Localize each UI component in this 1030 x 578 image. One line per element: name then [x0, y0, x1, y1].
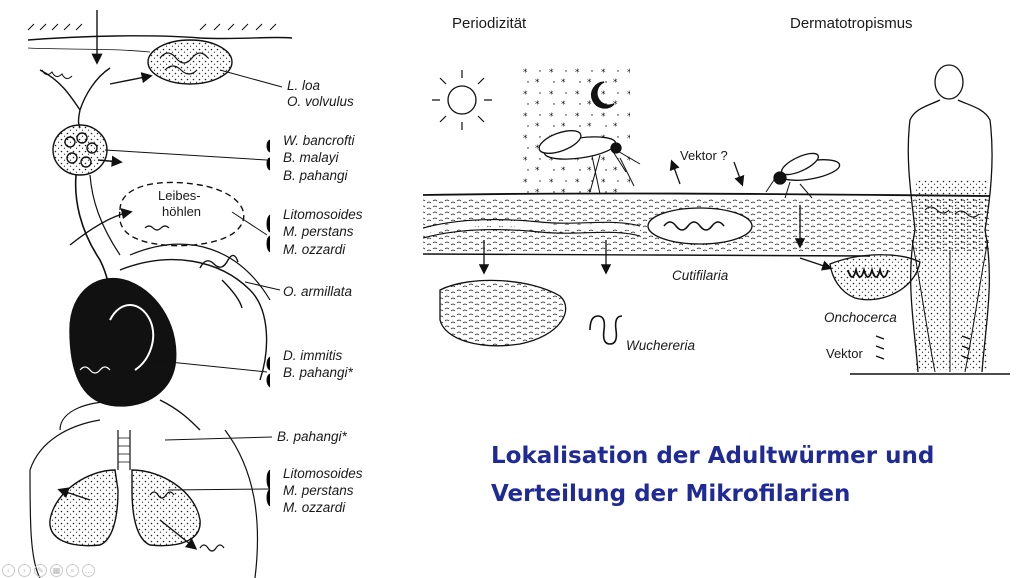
label-d-immitis: D. immitis	[283, 348, 342, 363]
right-lung	[131, 469, 201, 547]
left-labels: L. loa O. volvulus W. bancrofti B. malay…	[158, 78, 363, 515]
title-periodizitaet: Periodizität	[452, 15, 527, 32]
label-onchocerca: Onchocerca	[824, 310, 897, 325]
blood-vessel	[422, 221, 641, 235]
night-sky	[518, 62, 630, 194]
slide-caption: Lokalisation der Adultwürmer und Verteil…	[491, 437, 1021, 513]
skin-surface	[27, 35, 293, 41]
sun-icon	[447, 85, 477, 115]
label-m-ozzardi-1: M. ozzardi	[283, 242, 346, 257]
heart	[69, 277, 177, 407]
label-o-armillata: O. armillata	[283, 284, 353, 299]
presentation-toolbar: ‹ › ✎ ▦ ⌕ …	[2, 564, 95, 577]
right-diagram	[422, 62, 1010, 375]
forward-icon[interactable]: ›	[18, 564, 31, 577]
label-m-perstans-1: M. perstans	[283, 224, 354, 239]
mosquito-2-icon	[765, 152, 841, 199]
right-labels: Periodizität Dermatotropismus Vektor ? C…	[452, 15, 913, 361]
title-dermatotropismus: Dermatotropismus	[790, 15, 913, 32]
label-vektor: Vektor	[826, 346, 864, 361]
label-m-perstans-2: M. perstans	[283, 483, 354, 498]
left-body-diagram	[27, 10, 293, 578]
skin-worm-nodule	[147, 39, 233, 85]
label-o-volvulus: O. volvulus	[287, 94, 354, 109]
zoom-icon[interactable]: ⌕	[66, 564, 79, 577]
back-icon[interactable]: ‹	[2, 564, 15, 577]
more-icon[interactable]: …	[82, 564, 95, 577]
skin-line-right	[422, 192, 991, 197]
label-m-ozzardi-2: M. ozzardi	[283, 500, 346, 515]
label-b-pahangi-lung: B. pahangi*	[277, 429, 348, 444]
label-w-bancrofti: W. bancrofti	[283, 133, 356, 148]
label-b-malayi: B. malayi	[283, 150, 340, 165]
microfilariae-blood	[439, 279, 567, 347]
caption-line-1: Lokalisation der Adultwürmer und	[491, 443, 935, 469]
lymph-vessel	[39, 67, 111, 129]
label-leibes: Leibes-	[158, 188, 201, 203]
label-wuchereria: Wuchereria	[626, 338, 696, 353]
label-b-pahangi-heart: B. pahangi*	[283, 365, 354, 380]
body-cavity	[118, 181, 245, 247]
pen-icon[interactable]: ✎	[34, 564, 47, 577]
left-lung	[49, 469, 119, 547]
moon-icon	[591, 81, 615, 109]
caption-line-2: Verteilung der Mikrofilarien	[491, 481, 851, 507]
wuchereria-worm	[589, 315, 623, 345]
label-l-loa: L. loa	[287, 78, 321, 93]
label-hoehlen: höhlen	[162, 204, 201, 219]
human-figure	[907, 64, 993, 373]
label-vektor-question: Vektor ?	[680, 148, 728, 163]
mosquito-icon	[538, 130, 641, 195]
label-litomosoides-1: Litomosoides	[283, 207, 363, 222]
slides-icon[interactable]: ▦	[50, 564, 63, 577]
label-cutifilaria: Cutifilaria	[672, 268, 729, 283]
label-litomosoides-2: Litomosoides	[283, 466, 363, 481]
left-leader-lines	[104, 69, 283, 507]
lymph-node	[52, 124, 108, 176]
label-b-pahangi: B. pahangi	[283, 168, 349, 183]
